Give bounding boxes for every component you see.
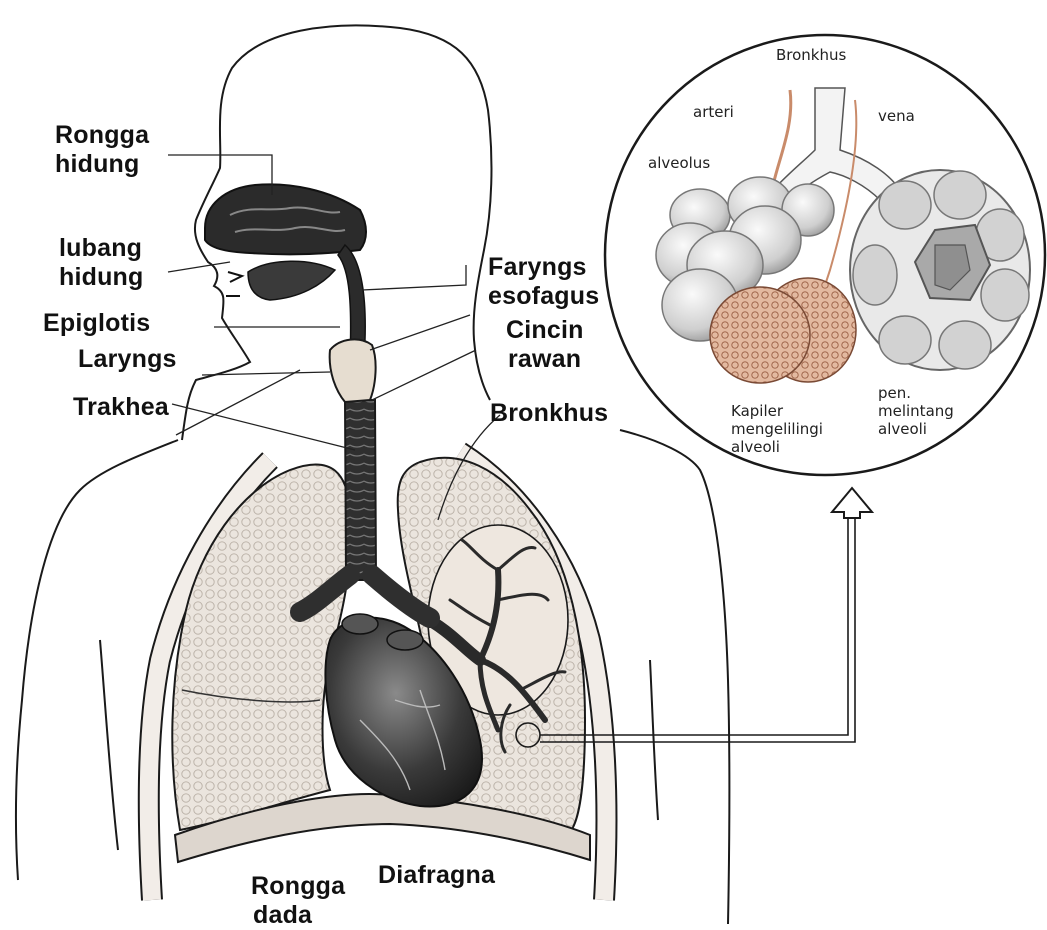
label-rongga-dada-line1: Rongga [251, 872, 345, 901]
label-esofagus: esofagus [488, 282, 599, 311]
inset-label-vena: vena [878, 107, 915, 125]
leader-pharynx [362, 265, 466, 290]
inset-cross-section [850, 170, 1030, 370]
label-rongga-dada-line2: dada [251, 901, 345, 930]
label-faryngs: Faryngs [488, 253, 587, 282]
trachea [345, 400, 376, 580]
leader-lubang-hidung [168, 262, 230, 272]
heart-vessel-1 [342, 614, 378, 634]
label-rongga-hidung-line1: Rongga [55, 121, 149, 150]
inset-label-penampang: pen. melintang alveoli [878, 384, 954, 438]
inset-label-penampang-line3: alveoli [878, 420, 954, 438]
inset-label-alveolus: alveolus [648, 154, 710, 172]
inset-label-kapiler-line2: mengelilingi [731, 420, 823, 438]
label-cincin-line2: rawan [506, 345, 584, 374]
label-diafragma: Diafragna [378, 861, 495, 890]
inset-label-arteri: arteri [693, 103, 734, 121]
leader-trakhea [172, 404, 355, 450]
label-cincin-rawan: Cincin rawan [506, 316, 584, 374]
lung-left [172, 464, 350, 830]
label-rongga-hidung-line2: hidung [55, 150, 149, 179]
label-trakhea: Trakhea [73, 393, 169, 422]
label-bronkhus: Bronkhus [490, 399, 608, 428]
label-cincin-line1: Cincin [506, 316, 584, 345]
leader-extra-1 [176, 370, 300, 435]
leader-cincin [372, 350, 476, 400]
lips [226, 272, 242, 296]
mouth-tongue [248, 261, 335, 300]
inset-label-kapiler-line3: alveoli [731, 438, 823, 456]
label-laryngs: Laryngs [78, 345, 177, 374]
arrow-head-icon [832, 488, 872, 518]
label-rongga-dada: Rongga dada [251, 872, 345, 930]
arm-left-inner [100, 640, 118, 850]
inset-capillary-front [710, 287, 810, 383]
label-lubang-hidung-line1: lubang [59, 234, 144, 263]
inset-label-penampang-line1: pen. [878, 384, 954, 402]
label-lubang-hidung-line2: hidung [59, 263, 144, 292]
label-lubang-hidung: lubang hidung [59, 234, 144, 292]
label-rongga-hidung: Rongga hidung [55, 121, 149, 179]
label-epiglotis: Epiglotis [43, 309, 150, 338]
larynx [330, 339, 376, 402]
inset-label-bronkhus: Bronkhus [776, 46, 846, 64]
inset-label-kapiler: Kapiler mengelilingi alveoli [731, 402, 823, 456]
arm-right-inner [650, 660, 658, 820]
leader-esofagus [370, 315, 470, 350]
shoulder-right [620, 430, 730, 924]
inset-label-kapiler-line1: Kapiler [731, 402, 823, 420]
heart-vessel-2 [387, 630, 423, 650]
nasal-cavity [205, 184, 366, 254]
inset-label-penampang-line2: melintang [878, 402, 954, 420]
